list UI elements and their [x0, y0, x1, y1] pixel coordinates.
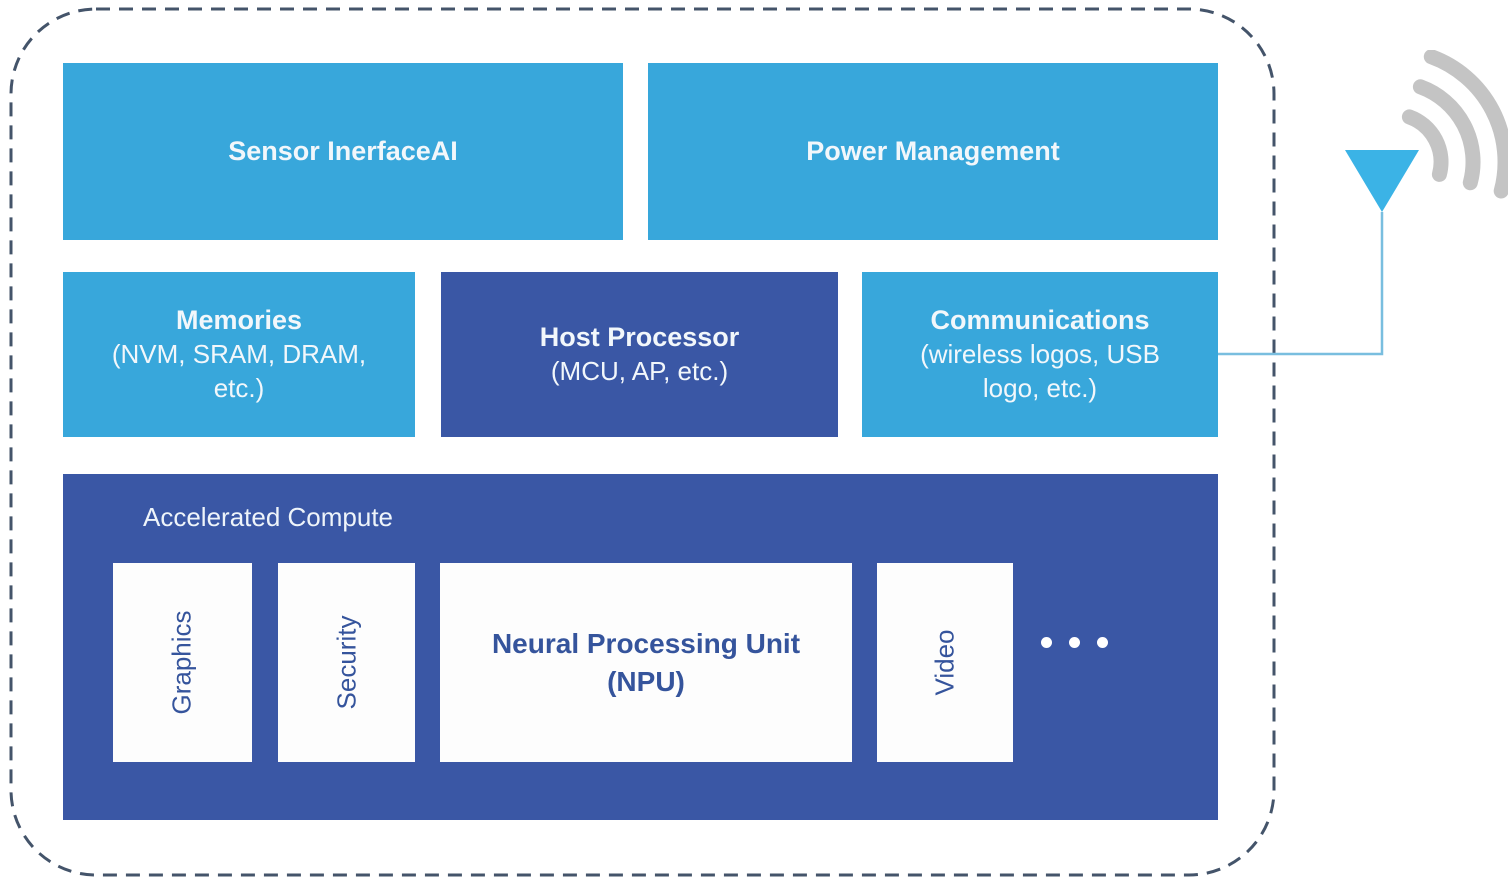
accelerated-compute-label: Accelerated Compute	[143, 502, 394, 532]
security-label: Security	[330, 615, 361, 710]
block-accelerated-compute: Accelerated Compute Graphics Security Ne…	[63, 474, 1218, 820]
block-memories: Memories (NVM, SRAM, DRAM, etc.)	[63, 272, 415, 437]
ellipsis-dot	[1041, 637, 1052, 648]
graphics-label: Graphics	[166, 610, 197, 715]
power-management-label: Power Management	[806, 135, 1060, 166]
sensor-interface-label: Sensor InerfaceAI	[228, 135, 458, 166]
host-processor-title: Host Processor	[539, 322, 740, 353]
antenna-connector-line	[1218, 212, 1384, 356]
block-graphics: Graphics	[113, 563, 252, 762]
memories-subtitle: (NVM, SRAM, DRAM, etc.)	[111, 339, 367, 404]
communications-subtitle: (wireless logos, USB logo, etc.)	[920, 339, 1160, 404]
block-security: Security	[278, 563, 415, 762]
communications-title: Communications	[930, 305, 1150, 336]
block-host-processor: Host Processor (MCU, AP, etc.)	[441, 272, 838, 437]
npu-label: Neural Processing Unit (NPU)	[491, 627, 801, 697]
block-communications: Communications (wireless logos, USB logo…	[862, 272, 1218, 437]
ellipsis-dot	[1097, 637, 1108, 648]
ellipsis-dot	[1069, 637, 1080, 648]
video-label: Video	[929, 629, 960, 696]
antenna-triangle-icon	[1345, 150, 1419, 212]
memories-title: Memories	[175, 305, 303, 336]
host-processor-subtitle: (MCU, AP, etc.)	[550, 356, 729, 387]
block-sensor-interface: Sensor InerfaceAI	[63, 63, 623, 240]
block-power-management: Power Management	[648, 63, 1218, 240]
wifi-antenna-icon	[1218, 50, 1508, 356]
block-video: Video	[877, 563, 1013, 762]
more-blocks-ellipsis	[1041, 637, 1108, 648]
wifi-arcs-icon	[1401, 50, 1508, 199]
block-npu: Neural Processing Unit (NPU)	[440, 563, 852, 762]
